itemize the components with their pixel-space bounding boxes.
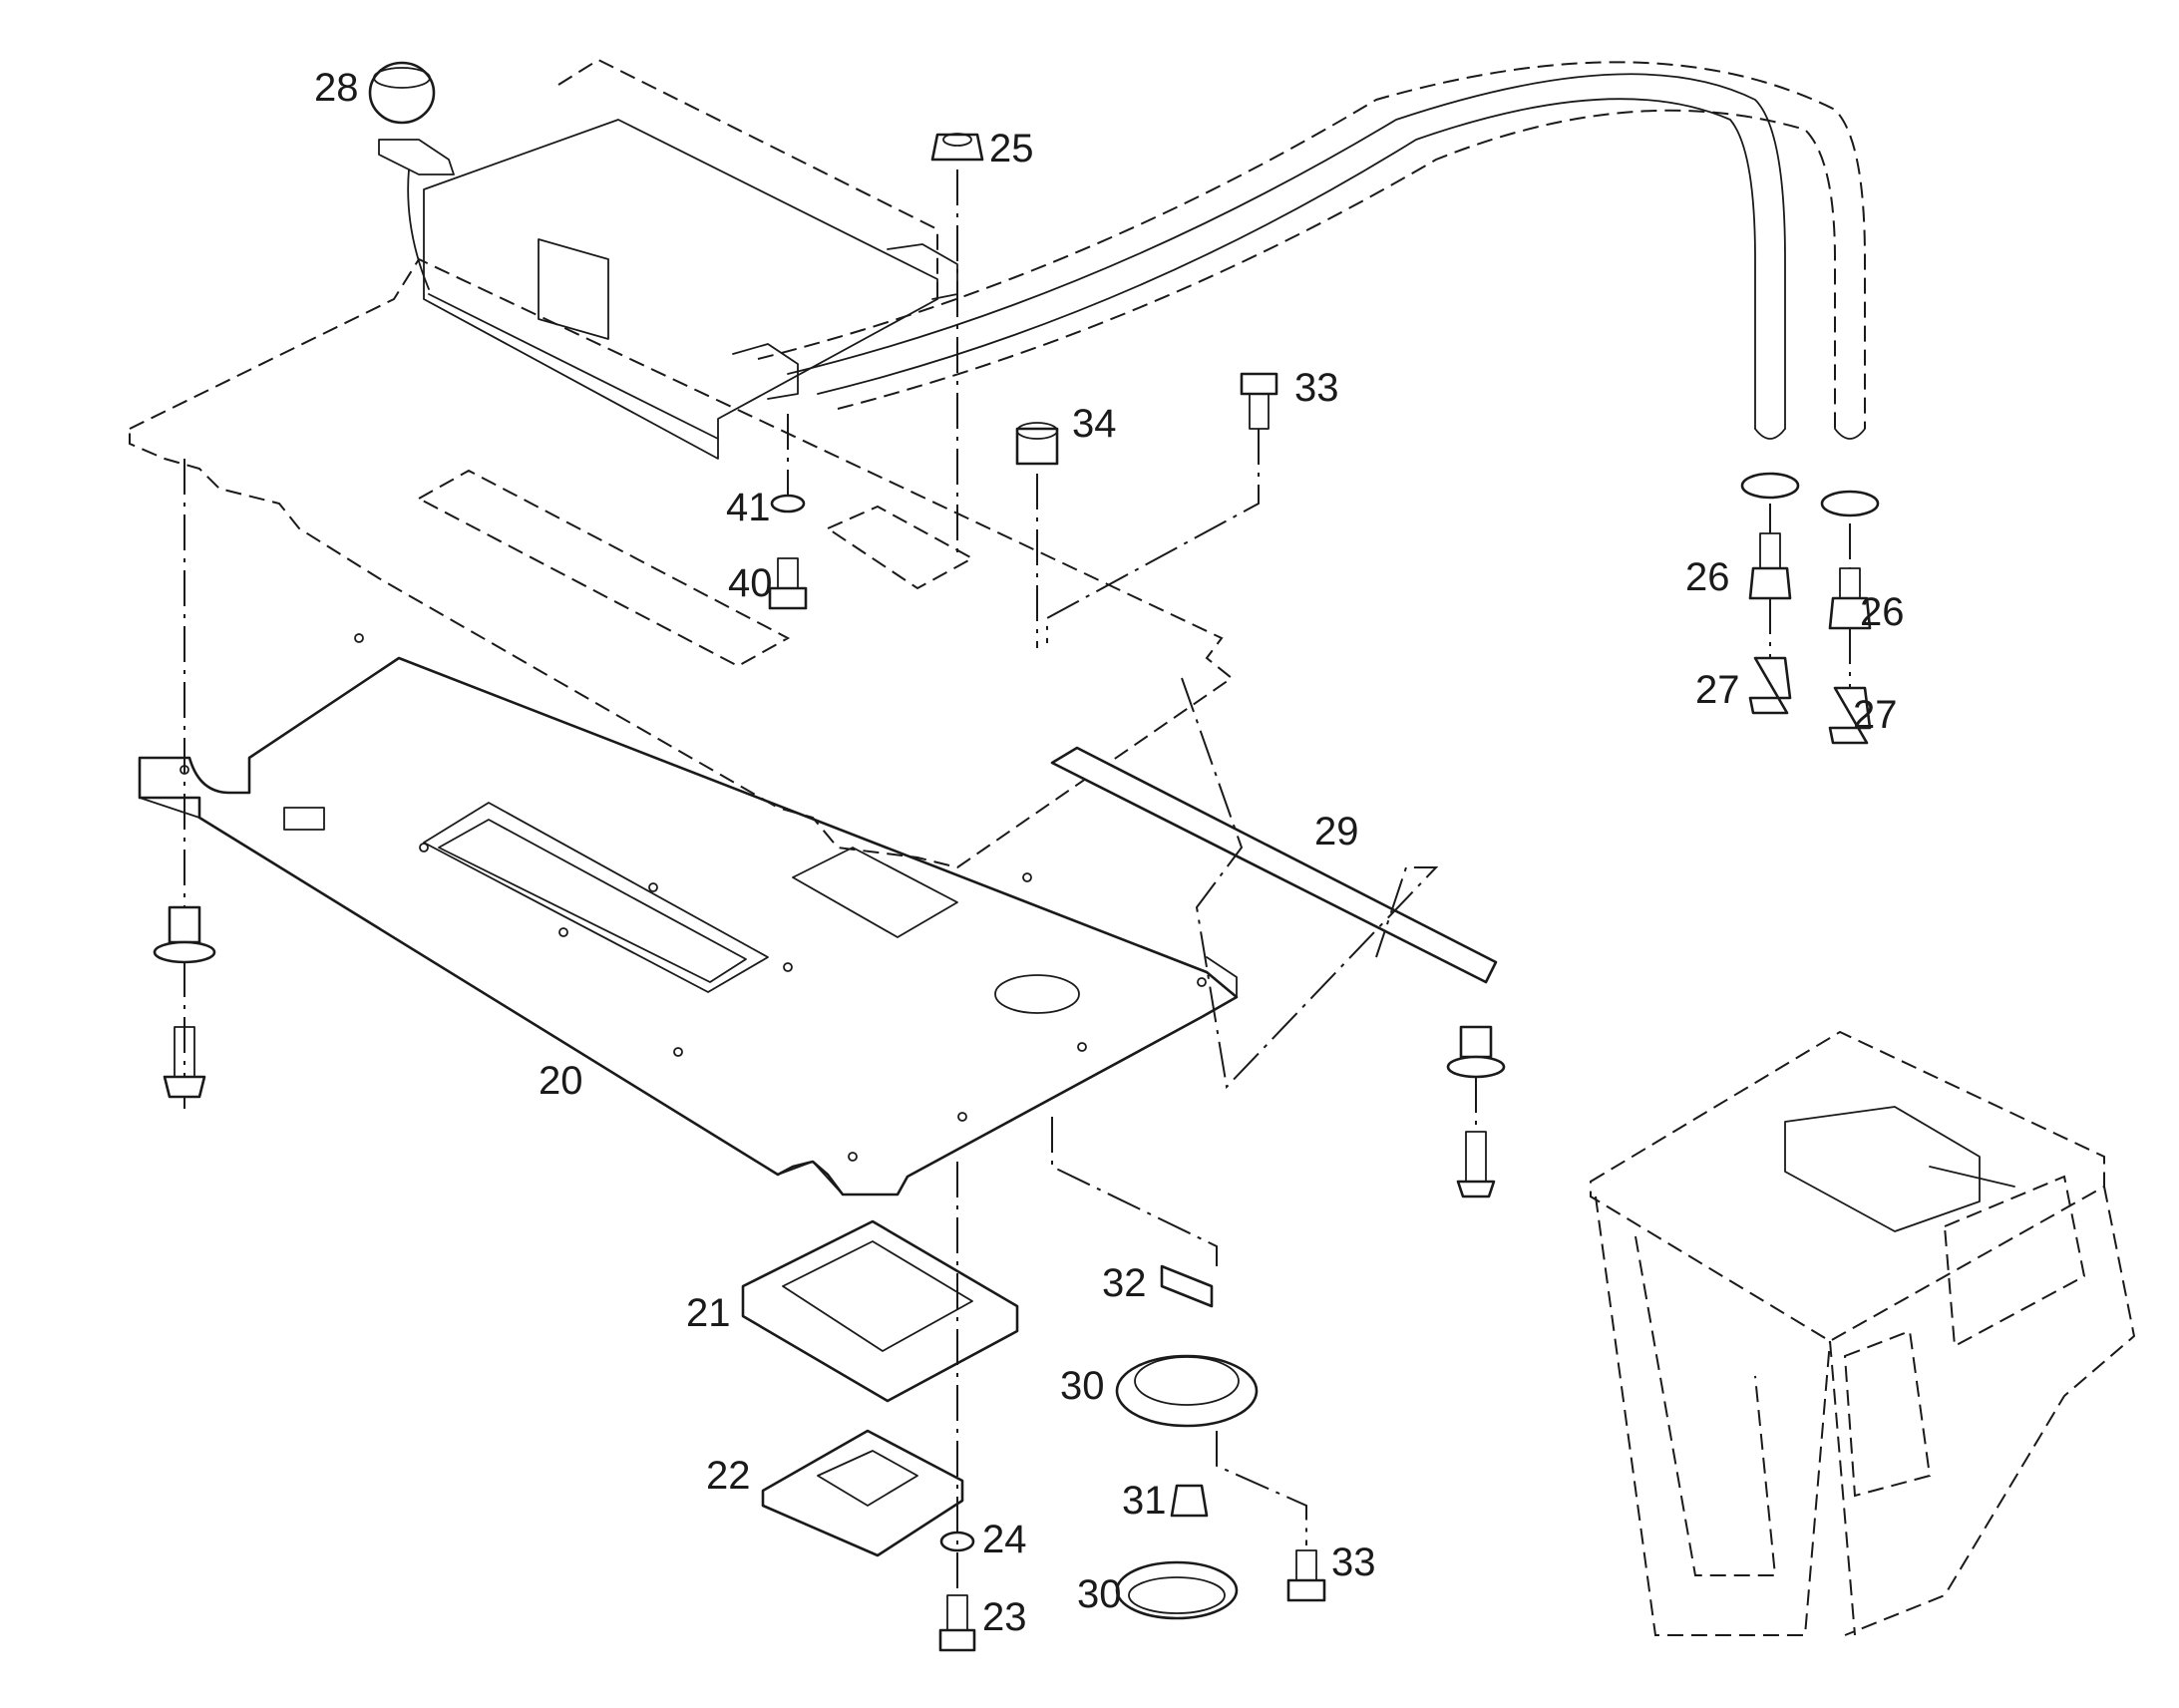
callout-23: 23 bbox=[982, 1595, 1027, 1639]
callout-33-bottom: 33 bbox=[1331, 1540, 1376, 1584]
bolt-33-bottom bbox=[1286, 1549, 1326, 1602]
callout-32: 32 bbox=[1102, 1261, 1147, 1305]
heater-hoses bbox=[757, 61, 1866, 440]
callout-21: 21 bbox=[686, 1291, 731, 1335]
callout-24: 24 bbox=[982, 1518, 1027, 1561]
callout-20: 20 bbox=[539, 1059, 583, 1103]
light-housing-30-top bbox=[1115, 1354, 1259, 1428]
bolt-40 bbox=[768, 557, 808, 610]
ring-28 bbox=[368, 61, 436, 125]
bolt-33-top bbox=[1046, 372, 1278, 643]
left-mount-hardware bbox=[153, 459, 216, 1112]
callout-25: 25 bbox=[989, 127, 1034, 171]
callout-22: 22 bbox=[706, 1454, 751, 1498]
grommet-34 bbox=[1015, 422, 1059, 648]
callout-41: 41 bbox=[726, 486, 771, 529]
callout-26-right: 26 bbox=[1860, 590, 1905, 634]
callout-30-bottom: 30 bbox=[1077, 1572, 1122, 1616]
nut-25 bbox=[930, 133, 984, 553]
bulb-31 bbox=[1170, 1431, 1307, 1545]
callout-31: 31 bbox=[1122, 1479, 1167, 1523]
lens-30-bottom bbox=[1115, 1560, 1239, 1620]
floor-mat-outline bbox=[129, 257, 1234, 869]
heater-unit bbox=[378, 58, 958, 460]
callout-33-top: 33 bbox=[1294, 366, 1339, 410]
hose-fittings-26-27 bbox=[1740, 472, 1880, 745]
callout-26-left: 26 bbox=[1685, 555, 1730, 599]
bracket-32 bbox=[1051, 1117, 1218, 1308]
callout-29: 29 bbox=[1314, 810, 1359, 854]
cab-locator-view bbox=[1590, 1030, 2136, 1636]
callout-27-right: 27 bbox=[1853, 693, 1898, 737]
callout-27-left: 27 bbox=[1695, 668, 1740, 712]
bolt-23 bbox=[938, 1162, 976, 1652]
rail-29 bbox=[1050, 677, 1498, 1090]
callout-labels: 20 21 22 23 24 25 26 26 27 27 28 29 30 3… bbox=[314, 66, 1905, 1639]
callout-30-top: 30 bbox=[1060, 1364, 1105, 1408]
hatch-cover-22 bbox=[761, 1429, 964, 1557]
callout-34: 34 bbox=[1072, 402, 1117, 446]
callout-28: 28 bbox=[314, 66, 359, 110]
hatch-frame-21 bbox=[741, 1219, 1019, 1403]
right-mount-hardware bbox=[1446, 1025, 1506, 1198]
callout-40: 40 bbox=[728, 561, 773, 605]
floor-plate-20 bbox=[138, 633, 1239, 1196]
washer-41 bbox=[770, 414, 806, 513]
